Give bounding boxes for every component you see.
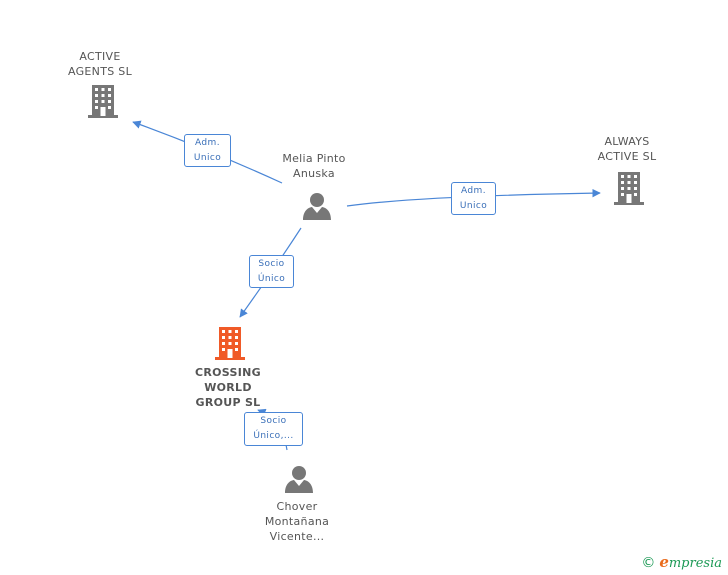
- building-icon[interactable]: [614, 172, 644, 205]
- person-icon[interactable]: [303, 193, 331, 220]
- label-line: AGENTS SL: [67, 65, 133, 78]
- edge-label-line: Único,...: [253, 431, 294, 441]
- label-line: ACTIVE: [79, 50, 121, 63]
- edge-label-adm-unico[interactable]: Adm. Unico: [184, 134, 231, 167]
- node-active-agents-label[interactable]: ACTIVE AGENTS SL: [55, 49, 145, 79]
- edge-label-line: Adm.: [461, 186, 486, 196]
- node-always-active-label[interactable]: ALWAYS ACTIVE SL: [582, 134, 672, 164]
- edge-label-socio-unico[interactable]: Socio Único: [249, 255, 294, 288]
- label-line: Melia Pinto: [282, 152, 346, 165]
- edge-label-adm-unico[interactable]: Adm. Unico: [451, 182, 496, 215]
- edge-label-line: Socio: [258, 259, 285, 269]
- edge-label-line: Único: [257, 274, 286, 284]
- label-line: ALWAYS: [604, 135, 650, 148]
- label-line: Montañana: [264, 515, 330, 528]
- edge-label-line: Adm.: [195, 138, 220, 148]
- label-line: Anuska: [293, 167, 335, 180]
- label-line: GROUP SL: [195, 396, 261, 409]
- label-line: WORLD: [204, 381, 252, 394]
- label-line: Vicente...: [269, 530, 325, 543]
- node-chover-label[interactable]: Chover Montañana Vicente...: [247, 499, 347, 544]
- copyright-icon: ©: [641, 555, 656, 571]
- brand-name: mpresia: [668, 556, 722, 571]
- edge-label-line: Unico: [459, 201, 488, 211]
- building-icon[interactable]: [88, 85, 118, 118]
- brand-watermark[interactable]: ©empresia: [641, 553, 722, 571]
- building-icon-main[interactable]: [215, 327, 245, 360]
- person-icon[interactable]: [285, 466, 313, 493]
- label-line: CROSSING: [195, 366, 261, 379]
- node-crossing-world-label[interactable]: CROSSING WORLD GROUP SL: [178, 365, 278, 410]
- label-line: ACTIVE SL: [597, 150, 657, 163]
- label-line: Chover: [276, 500, 318, 513]
- brand-initial: e: [659, 553, 669, 571]
- edge-label-line: Socio: [260, 416, 287, 426]
- edge-label-socio-unico-etc[interactable]: Socio Único,...: [244, 412, 303, 446]
- node-melia-pinto-label[interactable]: Melia Pinto Anuska: [264, 151, 364, 181]
- edge-to-always-active: [346, 188, 601, 207]
- edge-label-line: Unico: [193, 153, 222, 163]
